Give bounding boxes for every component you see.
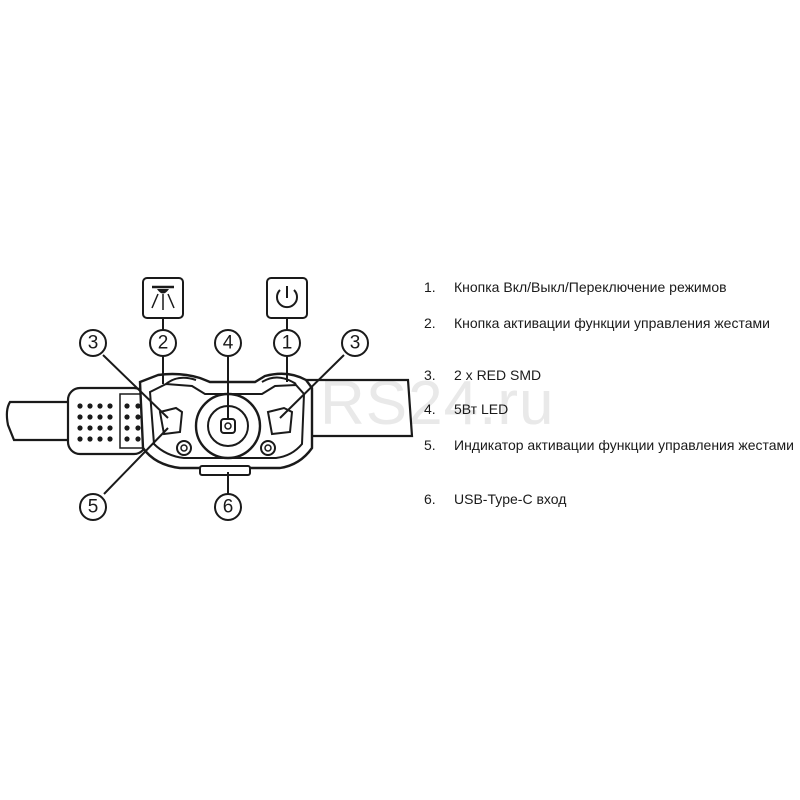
callout-label-2: 2 [158,333,169,354]
vent-dot [97,414,103,420]
vent-dot [135,403,141,409]
vent-dot [87,436,93,442]
vent-dot [87,425,93,431]
legend-text: Кнопка активации функции управления жест… [454,315,770,331]
vent-dot [87,403,93,409]
callout-5: 5 [79,493,107,521]
callout-6: 6 [214,493,242,521]
legend-text: 2 x RED SMD [454,367,542,383]
callout-3-left: 3 [79,329,107,357]
power-icon [266,277,308,319]
vent-dot [77,414,83,420]
lamp-icon [142,277,184,319]
vent-dot [77,425,83,431]
callout-2: 2 [149,329,177,357]
legend-number: 3. [424,367,436,383]
callout-1: 1 [273,329,301,357]
vent-dot [107,403,113,409]
legend-number: 6. [424,491,436,507]
vent-dot [135,425,141,431]
vent-dot [124,436,130,442]
vent-dot [107,425,113,431]
legend-number: 4. [424,401,436,417]
vent-dot [77,403,83,409]
vent-dot [135,414,141,420]
vent-dot [97,436,103,442]
legend-text: Кнопка Вкл/Выкл/Переключение режимов [454,279,727,295]
vent-dot [107,414,113,420]
vent-dot [107,436,113,442]
vent-dot [97,425,103,431]
vent-dot [124,425,130,431]
legend-text: Индикатор активации функции управления ж… [454,437,794,453]
callout-label-3-right: 3 [350,333,361,354]
legend-number: 2. [424,315,436,331]
callout-3-right: 3 [341,329,369,357]
legend-text: 5Вт LED [454,401,509,417]
legend-text: USB-Type-C вход [454,491,567,507]
vent-dot [97,403,103,409]
vent-dot [135,436,141,442]
callout-label-4: 4 [223,333,234,354]
callout-4: 4 [214,329,242,357]
vent-dot [77,436,83,442]
vent-dot [87,414,93,420]
lamp-body [138,372,314,476]
callout-label-5: 5 [88,497,99,518]
legend-number: 5. [424,437,436,453]
legend-number: 1. [424,279,436,295]
callout-label-1: 1 [282,333,293,354]
vent-dot [124,414,130,420]
vent-dot [124,403,130,409]
callout-label-6: 6 [223,497,234,518]
leader-lines [102,318,345,495]
headband [5,378,414,442]
callout-label-3-left: 3 [88,333,99,354]
